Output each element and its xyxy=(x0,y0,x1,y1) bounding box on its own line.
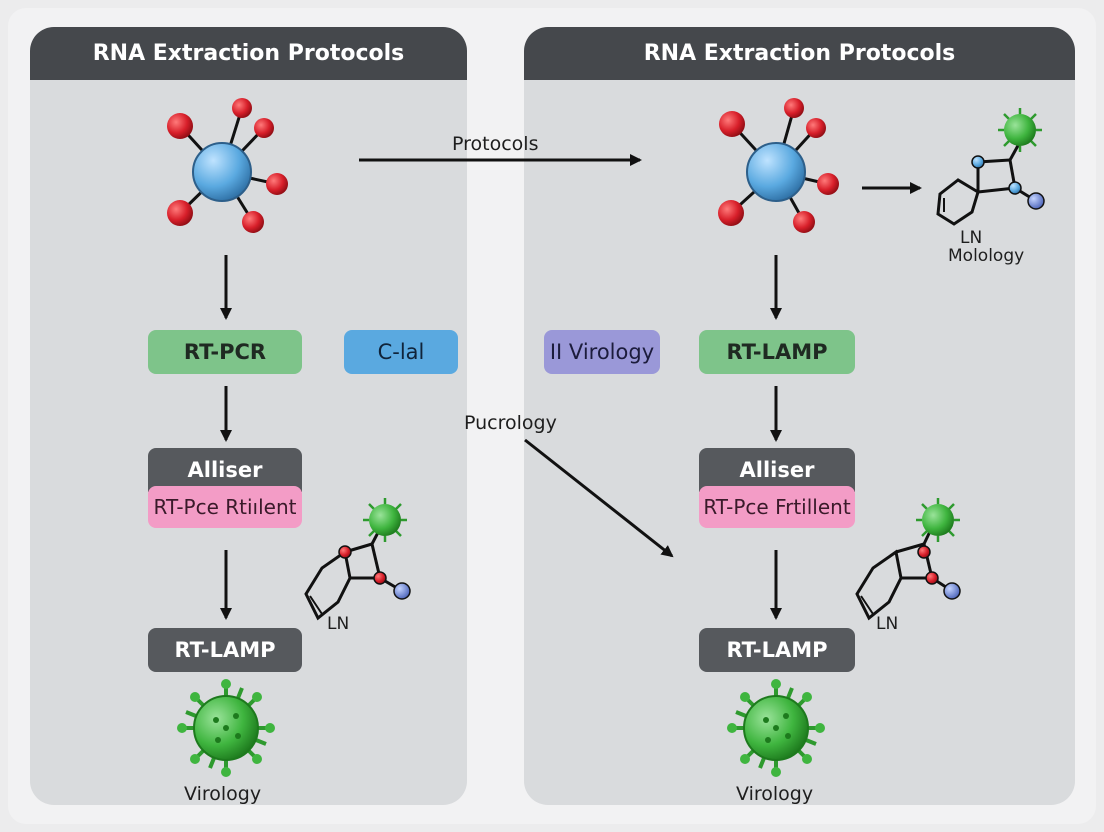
left-rt-pce-box: RT-Pce Rtiılent xyxy=(148,486,302,528)
right-rt-lamp-box: RT-LAMP xyxy=(699,628,855,672)
left-rt-lamp-box: RT-LAMP xyxy=(148,628,302,672)
left-ring-label: LN xyxy=(327,614,350,634)
right-panel-title: RNA Extraction Protocols xyxy=(524,27,1075,80)
right-ring-label: LN xyxy=(876,614,899,634)
right-rt-lamp-top-box: RT-LAMP xyxy=(699,330,855,374)
left-panel: RNA Extraction Protocols xyxy=(30,27,467,805)
right-rt-pce-box: RT-Pce Frtillent xyxy=(699,486,855,528)
right-top-ring-label: LN xyxy=(960,228,983,248)
c-lal-box: C-lal xyxy=(344,330,458,374)
molology-label: Molology xyxy=(948,246,1025,266)
right-panel: RNA Extraction Protocols xyxy=(524,27,1075,805)
left-panel-title: RNA Extraction Protocols xyxy=(30,27,467,80)
left-alliser-box: Alliser xyxy=(148,448,302,492)
right-virology-label: Virology xyxy=(736,783,814,805)
virology-tag-box: II Virology xyxy=(544,330,660,374)
right-alliser-box: Alliser xyxy=(699,448,855,492)
protocols-arrow-label: Protocols xyxy=(452,133,539,155)
left-rt-pcr-box: RT-PCR xyxy=(148,330,302,374)
pucrology-label: Pucrology xyxy=(464,412,557,434)
left-virology-label: Virology xyxy=(184,783,262,805)
